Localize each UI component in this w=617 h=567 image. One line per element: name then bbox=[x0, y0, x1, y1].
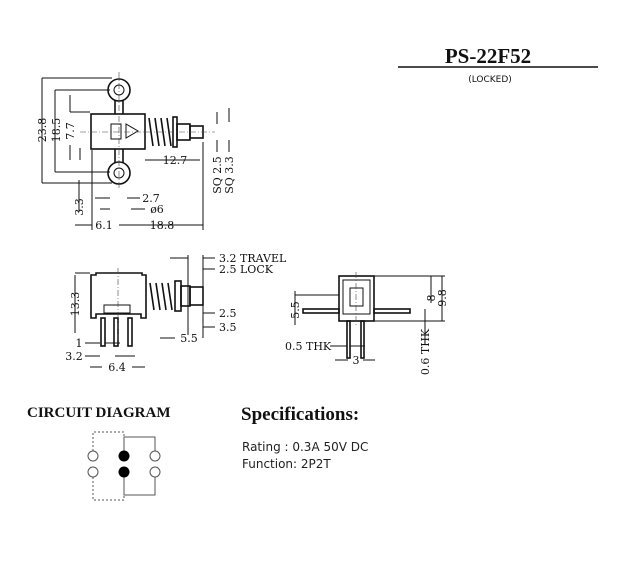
dim-thk-0-6: 0.6 THK bbox=[419, 328, 432, 375]
dim-travel: 3.2 TRAVEL bbox=[219, 252, 287, 265]
dim-sq-3-3: SQ 3.3 bbox=[223, 156, 236, 194]
front-view: 5.5 8 9.8 0.5 THK 3 0.6 THK bbox=[285, 272, 449, 375]
dim-thk-0-5: 0.5 THK bbox=[285, 340, 332, 353]
circuit-diagram bbox=[87, 431, 161, 501]
dim-3-5: 3.5 bbox=[219, 321, 237, 334]
side-view: 3.2 TRAVEL 2.5 LOCK 13.3 2.5 3.5 5.5 1 3… bbox=[65, 252, 287, 374]
variant-label: (LOCKED) bbox=[468, 75, 512, 85]
dim-5-5-front: 5.5 bbox=[289, 301, 302, 319]
dim-13-3: 13.3 bbox=[69, 292, 82, 317]
dim-23-8: 23.8 bbox=[36, 118, 49, 143]
dim-sq-2-5: SQ 2.5 bbox=[211, 156, 224, 194]
dim-3-3: 3.3 bbox=[73, 198, 86, 216]
dim-6-1: 6.1 bbox=[95, 219, 113, 232]
dim-lock: 2.5 LOCK bbox=[219, 263, 274, 276]
dim-3-2: 3.2 bbox=[65, 350, 83, 363]
dim-phi-6: ø6 bbox=[150, 203, 164, 216]
part-number: PS-22F52 bbox=[445, 44, 531, 68]
dim-6-4: 6.4 bbox=[108, 361, 126, 374]
dim-5-5: 5.5 bbox=[180, 332, 198, 345]
dim-12-7: 12.7 bbox=[163, 154, 188, 167]
dim-18-8: 18.8 bbox=[150, 219, 175, 232]
dim-9-8: 9.8 bbox=[436, 289, 449, 307]
specifications-title: Specifications: bbox=[241, 404, 359, 425]
dim-18-5: 18.5 bbox=[50, 118, 63, 143]
circuit-diagram-title: CIRCUIT DIAGRAM bbox=[27, 405, 170, 421]
top-view: 23.8 18.5 7.7 12.7 SQ 2.5 SQ 3.3 2.7 ø6 … bbox=[36, 72, 236, 232]
dim-1: 1 bbox=[76, 337, 83, 350]
dim-2-7: 2.7 bbox=[142, 192, 160, 205]
dim-7-7: 7.7 bbox=[64, 122, 77, 140]
dim-2-5: 2.5 bbox=[219, 307, 237, 320]
dim-8: 8 bbox=[425, 295, 438, 302]
spec-rating: Rating : 0.3A 50V DC bbox=[242, 440, 368, 454]
spec-function: Function: 2P2T bbox=[242, 457, 331, 471]
dim-3: 3 bbox=[353, 354, 360, 367]
